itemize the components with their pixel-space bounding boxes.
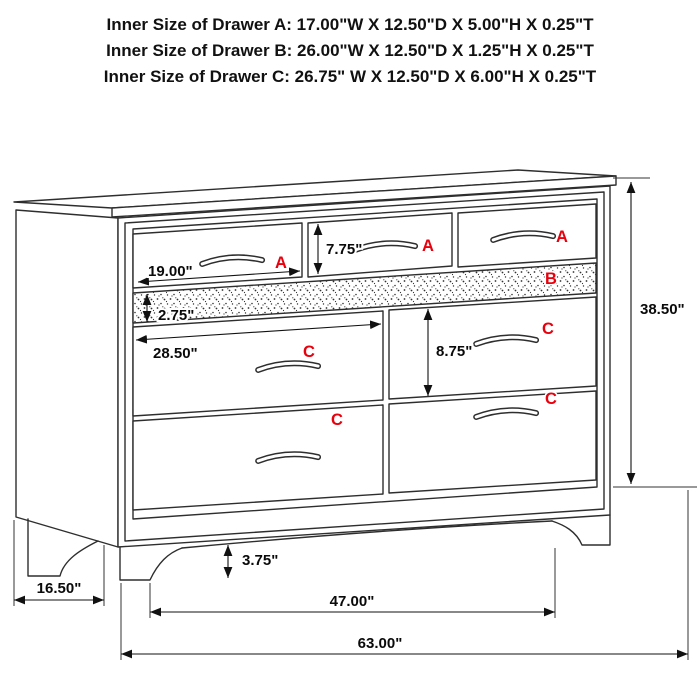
drawer-c-left-bottom <box>132 404 384 511</box>
drawer-c-right-bottom-letter: C <box>545 390 557 408</box>
spec-line-drawer-c: Inner Size of Drawer C: 26.75" W X 12.50… <box>103 67 597 86</box>
front-right-foot <box>551 514 611 546</box>
dimension-feet-span: 47.00" <box>149 548 556 618</box>
spec-line-drawer-b: Inner Size of Drawer B: 26.00"W X 12.50"… <box>106 41 594 60</box>
drawer-c-left-bottom-letter: C <box>331 411 343 429</box>
drawer-c-right-bottom <box>388 390 597 494</box>
dimension-drawer-a-height: 7.75" <box>313 224 364 274</box>
bracket-feet <box>27 514 611 581</box>
drawer-c-left-top-letter: C <box>303 343 315 361</box>
dimension-overall-width: 63.00" <box>120 490 689 660</box>
dimension-drawer-b-height-label: 2.75" <box>158 307 194 324</box>
dimension-side-depth: 16.50" <box>13 520 105 606</box>
drawer-a3-letter: A <box>556 228 568 246</box>
drawer-b-speckle-texture <box>133 263 596 323</box>
drawer-c-right-top <box>388 296 597 400</box>
dimension-drawer-c-width: 28.50" <box>135 320 382 364</box>
dimension-drawer-c-height-label: 8.75" <box>436 343 472 360</box>
dimension-drawer-a-width: 19.00" <box>137 261 301 286</box>
left-side-panel <box>15 209 119 548</box>
front-left-foot <box>119 546 183 581</box>
front-apron-edge <box>181 520 553 549</box>
drawer-a1-letter: A <box>275 254 287 272</box>
dimension-feet-span-label: 47.00" <box>330 593 375 610</box>
dimension-drawer-a-height-label: 7.75" <box>326 241 362 258</box>
drawer-c-right-top-letter: C <box>542 320 554 338</box>
dimension-foot-height-label: 3.75" <box>242 552 278 569</box>
dimension-overall-height: 38.50" <box>613 177 697 488</box>
spec-line-drawer-a: Inner Size of Drawer A: 17.00"W X 12.50"… <box>106 15 594 34</box>
left-side-foot <box>27 518 99 577</box>
drawer-b-letter: B <box>545 270 557 288</box>
dimension-overall-height-label: 38.50" <box>640 301 685 318</box>
dimension-drawer-c-height: 8.75" <box>423 309 474 396</box>
top-front-edge <box>111 175 617 218</box>
dimension-drawer-c-width-label: 28.50" <box>153 345 198 362</box>
dimension-drawer-a-width-label: 19.00" <box>148 263 193 280</box>
dimension-side-depth-label: 16.50" <box>37 580 82 597</box>
drawer-a2-letter: A <box>422 237 434 255</box>
dimensions: 19.00" 7.75" 2.75" 28.50" 8.75" 3.75" <box>13 177 697 660</box>
dimension-overall-width-label: 63.00" <box>358 635 403 652</box>
dimension-foot-height: 3.75" <box>223 545 280 578</box>
spec-header: Inner Size of Drawer A: 17.00"W X 12.50"… <box>0 12 700 90</box>
drawers <box>132 203 597 511</box>
